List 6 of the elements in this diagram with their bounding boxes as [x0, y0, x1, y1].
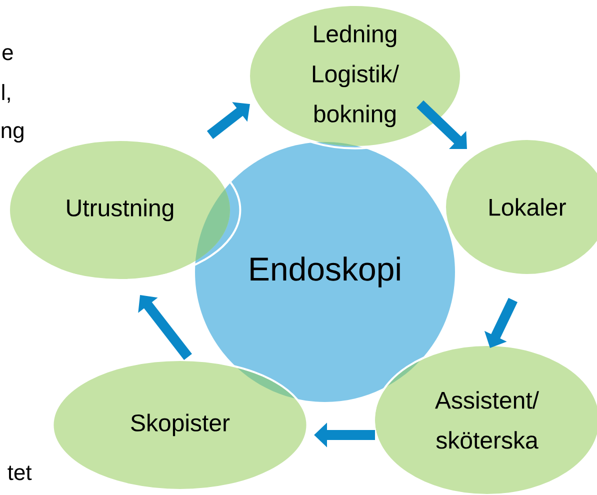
text-fragment: l, [2, 84, 10, 103]
text-fragment: e [2, 48, 13, 60]
text-fragment: tet [8, 466, 32, 480]
block-arrow [138, 295, 192, 360]
block-arrow [416, 100, 467, 149]
block-arrow [206, 102, 250, 139]
